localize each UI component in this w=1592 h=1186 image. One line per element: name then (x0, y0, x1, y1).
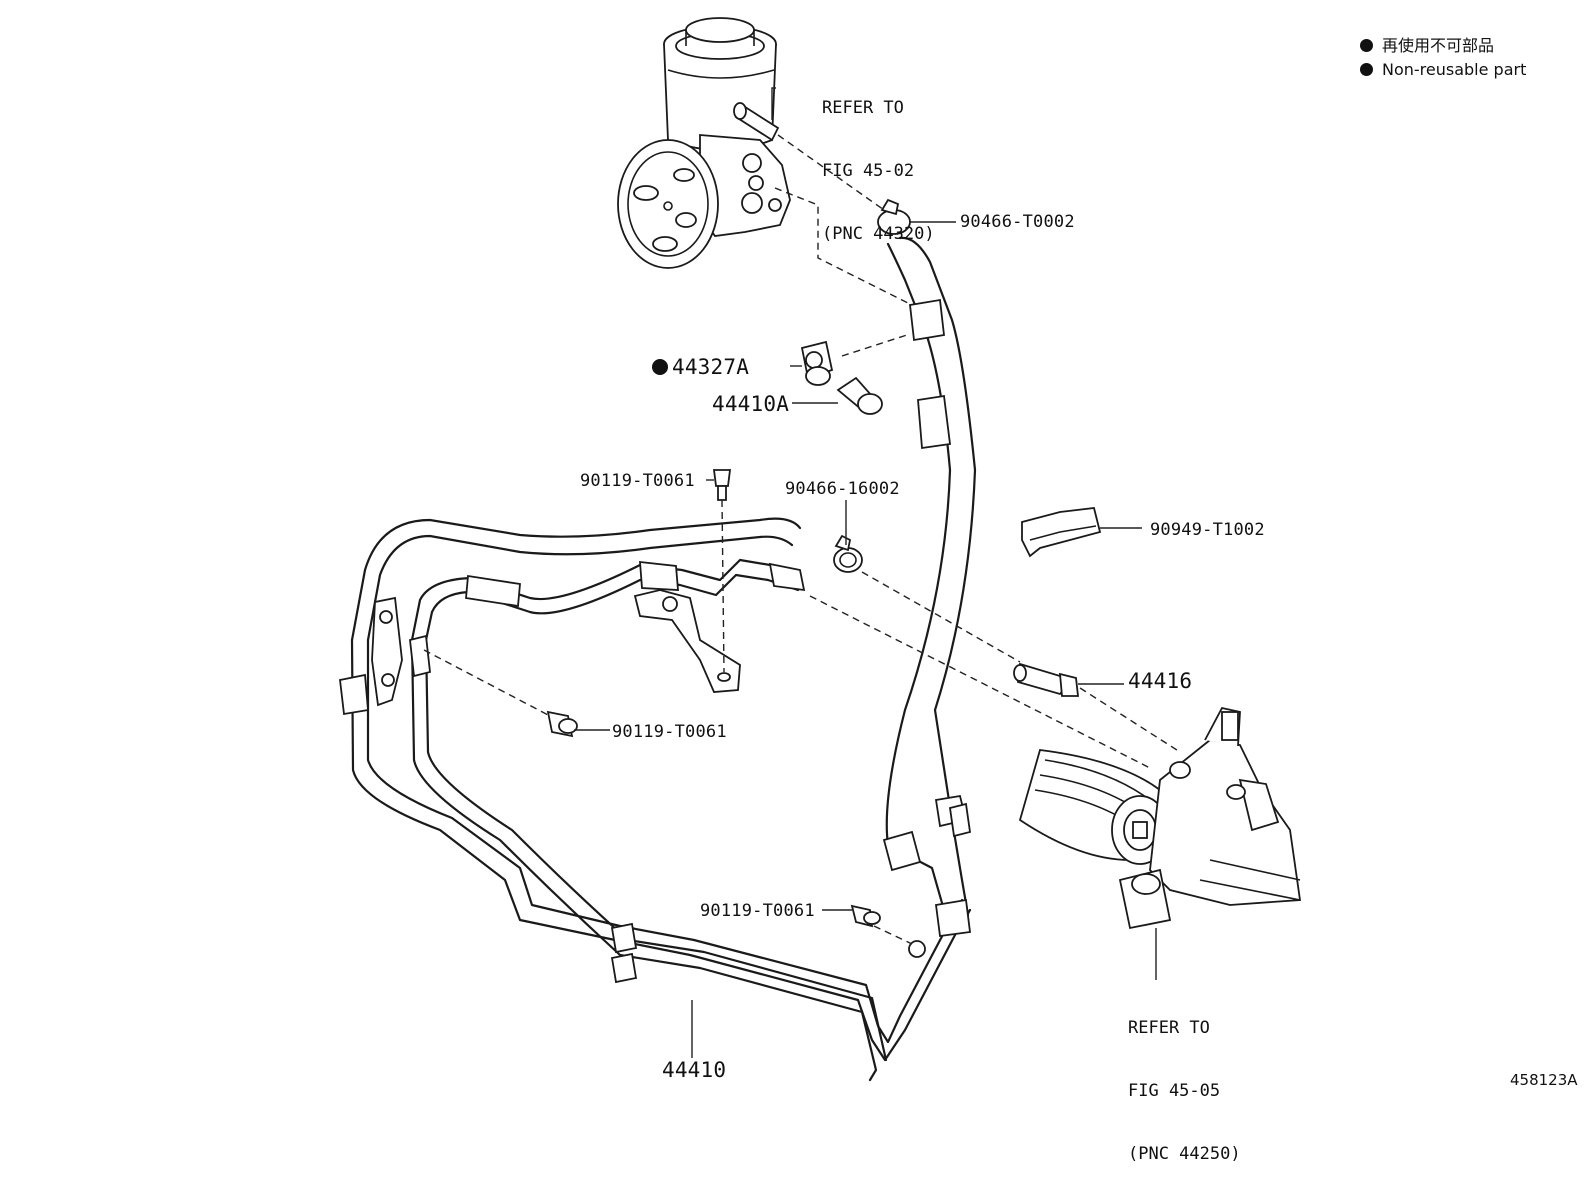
clip-90949 (1021, 507, 1102, 558)
union-bolt-44410A (836, 376, 883, 415)
bolt-upper (712, 469, 732, 501)
tube-bracket (371, 589, 741, 707)
gear-reference: REFER TO FIG 45-05 (PNC 44250) (1128, 976, 1241, 1186)
part-label-clamp-top: 90466-T0002 (960, 212, 1075, 232)
gasket-44327A (800, 340, 834, 386)
bullet-icon (1360, 63, 1373, 76)
legend-item-japanese: 再使用不可部品 (1360, 34, 1526, 58)
steering-gear-assembly (1018, 706, 1302, 930)
clamp-top (877, 198, 911, 235)
part-label-clip: 90949-T1002 (1150, 520, 1265, 540)
gear-ref-line2: FIG 45-05 (1128, 1081, 1221, 1101)
gear-ref-line3: (PNC 44250) (1128, 1144, 1241, 1164)
assembly-guide-lines (423, 134, 1181, 945)
clamp-mid (833, 534, 863, 573)
part-label-bolt-lower: 90119-T0061 (700, 901, 815, 921)
vane-pump-assembly (617, 17, 791, 269)
pump-ref-line1: REFER TO (822, 98, 904, 118)
part-label-gasket: 44327A (652, 355, 749, 379)
part-label-clamp-mid: 90466-16002 (785, 479, 900, 499)
legend-text-jp: 再使用不可部品 (1382, 36, 1495, 55)
gear-ref-line1: REFER TO (1128, 1018, 1210, 1038)
part-label-union: 44416 (1128, 669, 1193, 693)
pump-ref-line2: FIG 45-02 (822, 161, 915, 181)
legend: 再使用不可部品 Non-reusable part (1360, 34, 1526, 82)
legend-text-en: Non-reusable part (1382, 60, 1527, 79)
pump-reference: REFER TO FIG 45-02 (PNC 44320) (822, 56, 935, 266)
parts-diagram: REFER TO FIG 45-02 (PNC 44320) 90466-T00… (339, 17, 1578, 1164)
union-44416 (1013, 662, 1080, 697)
gasket-number: 44327A (672, 355, 750, 379)
illustration-id: 458123A (1510, 1071, 1578, 1089)
non-reusable-marker-icon (652, 359, 668, 375)
pressure-feed-hose (882, 236, 977, 917)
legend-item-english: Non-reusable part (1360, 58, 1526, 82)
bullet-icon (1360, 39, 1373, 52)
part-label-bolt-upper: 90119-T0061 (580, 471, 695, 491)
bolt-lower (850, 904, 881, 928)
part-label-bolt-left: 90119-T0061 (612, 722, 727, 742)
diagram-illustration (339, 17, 1302, 1082)
leader-lines (574, 87, 1157, 1058)
part-label-tube-assy: 44410 (662, 1058, 727, 1082)
part-label-union-bolt: 44410A (712, 392, 790, 416)
pump-ref-line3: (PNC 44320) (822, 224, 935, 244)
bolt-left (546, 710, 578, 738)
pressure-tube (339, 517, 972, 1082)
